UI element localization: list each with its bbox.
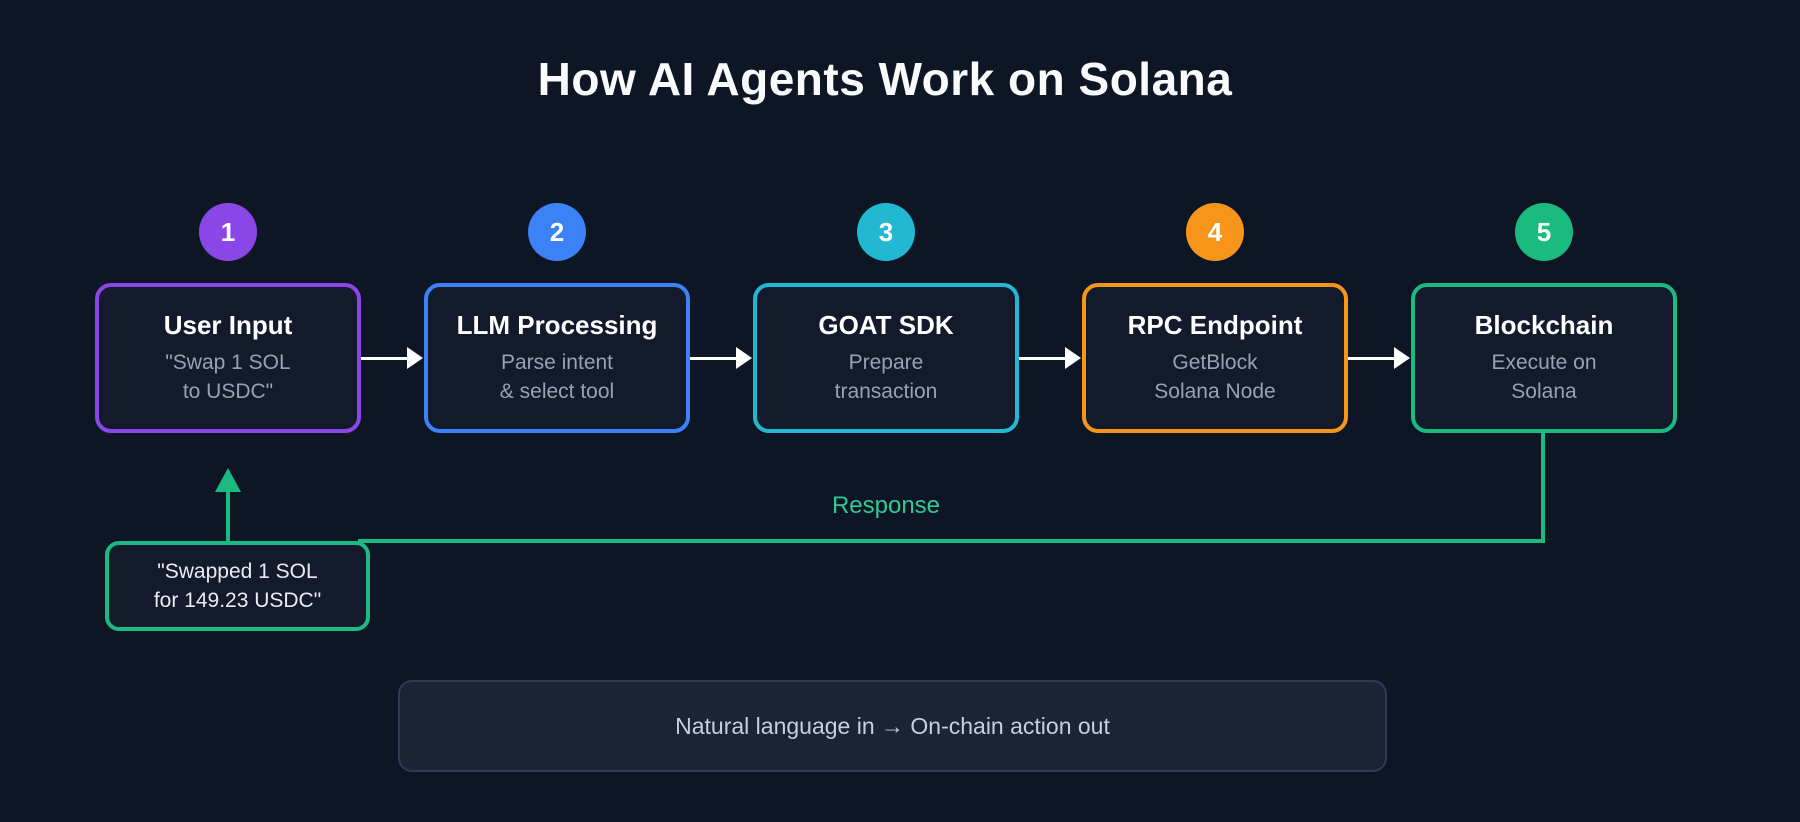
- flow-arrow-icon: [1348, 346, 1412, 370]
- flow-arrow-icon: [361, 346, 425, 370]
- response-result-box: "Swapped 1 SOL for 149.23 USDC": [105, 541, 370, 631]
- flow-arrow-icon: [1019, 346, 1083, 370]
- node-subtitle: Execute on Solana: [1491, 350, 1597, 403]
- node-subtitle: GetBlock Solana Node: [1154, 350, 1276, 403]
- node-title: LLM Processing: [456, 309, 658, 340]
- step-blockchain: 5 Blockchain Execute on Solana: [1411, 203, 1677, 433]
- node-rpc-endpoint: RPC Endpoint GetBlock Solana Node: [1082, 283, 1348, 433]
- footer-summary-text: Natural language in → On-chain action ou…: [675, 712, 1110, 739]
- step-number-badge: 1: [199, 203, 257, 261]
- step-number-badge: 3: [857, 203, 915, 261]
- node-title: RPC Endpoint: [1127, 309, 1303, 340]
- node-subtitle: Parse intent & select tool: [499, 350, 615, 403]
- step-number-badge: 2: [528, 203, 586, 261]
- step-goat-sdk: 3 GOAT SDK Prepare transaction: [753, 203, 1019, 433]
- response-path-return-line: [226, 490, 230, 543]
- node-user-input: User Input "Swap 1 SOL to USDC": [95, 283, 361, 433]
- node-blockchain: Blockchain Execute on Solana: [1411, 283, 1677, 433]
- step-llm-processing: 2 LLM Processing Parse intent & select t…: [424, 203, 690, 433]
- node-title: GOAT SDK: [818, 309, 954, 340]
- response-result-line2: for 149.23 USDC": [153, 589, 322, 612]
- node-goat-sdk: GOAT SDK Prepare transaction: [753, 283, 1019, 433]
- node-subtitle: "Swap 1 SOL to USDC": [165, 350, 291, 403]
- response-label: Response: [831, 492, 941, 519]
- response-up-arrow-icon: [215, 468, 241, 492]
- response-path-horizontal-line: [358, 539, 1545, 543]
- node-subtitle: Prepare transaction: [834, 350, 938, 403]
- step-number-badge: 4: [1186, 203, 1244, 261]
- step-number-badge: 5: [1515, 203, 1573, 261]
- node-llm-processing: LLM Processing Parse intent & select too…: [424, 283, 690, 433]
- page-title: How AI Agents Work on Solana: [537, 53, 1233, 105]
- node-title: Blockchain: [1474, 309, 1614, 340]
- response-path-vertical-line: [1541, 433, 1545, 541]
- node-title: User Input: [163, 309, 293, 340]
- flow-arrow-icon: [690, 346, 754, 370]
- footer-summary-pill: Natural language in → On-chain action ou…: [398, 680, 1387, 772]
- step-rpc-endpoint: 4 RPC Endpoint GetBlock Solana Node: [1082, 203, 1348, 433]
- step-user-input: 1 User Input "Swap 1 SOL to USDC": [95, 203, 361, 433]
- response-result-line1: "Swapped 1 SOL: [157, 559, 318, 583]
